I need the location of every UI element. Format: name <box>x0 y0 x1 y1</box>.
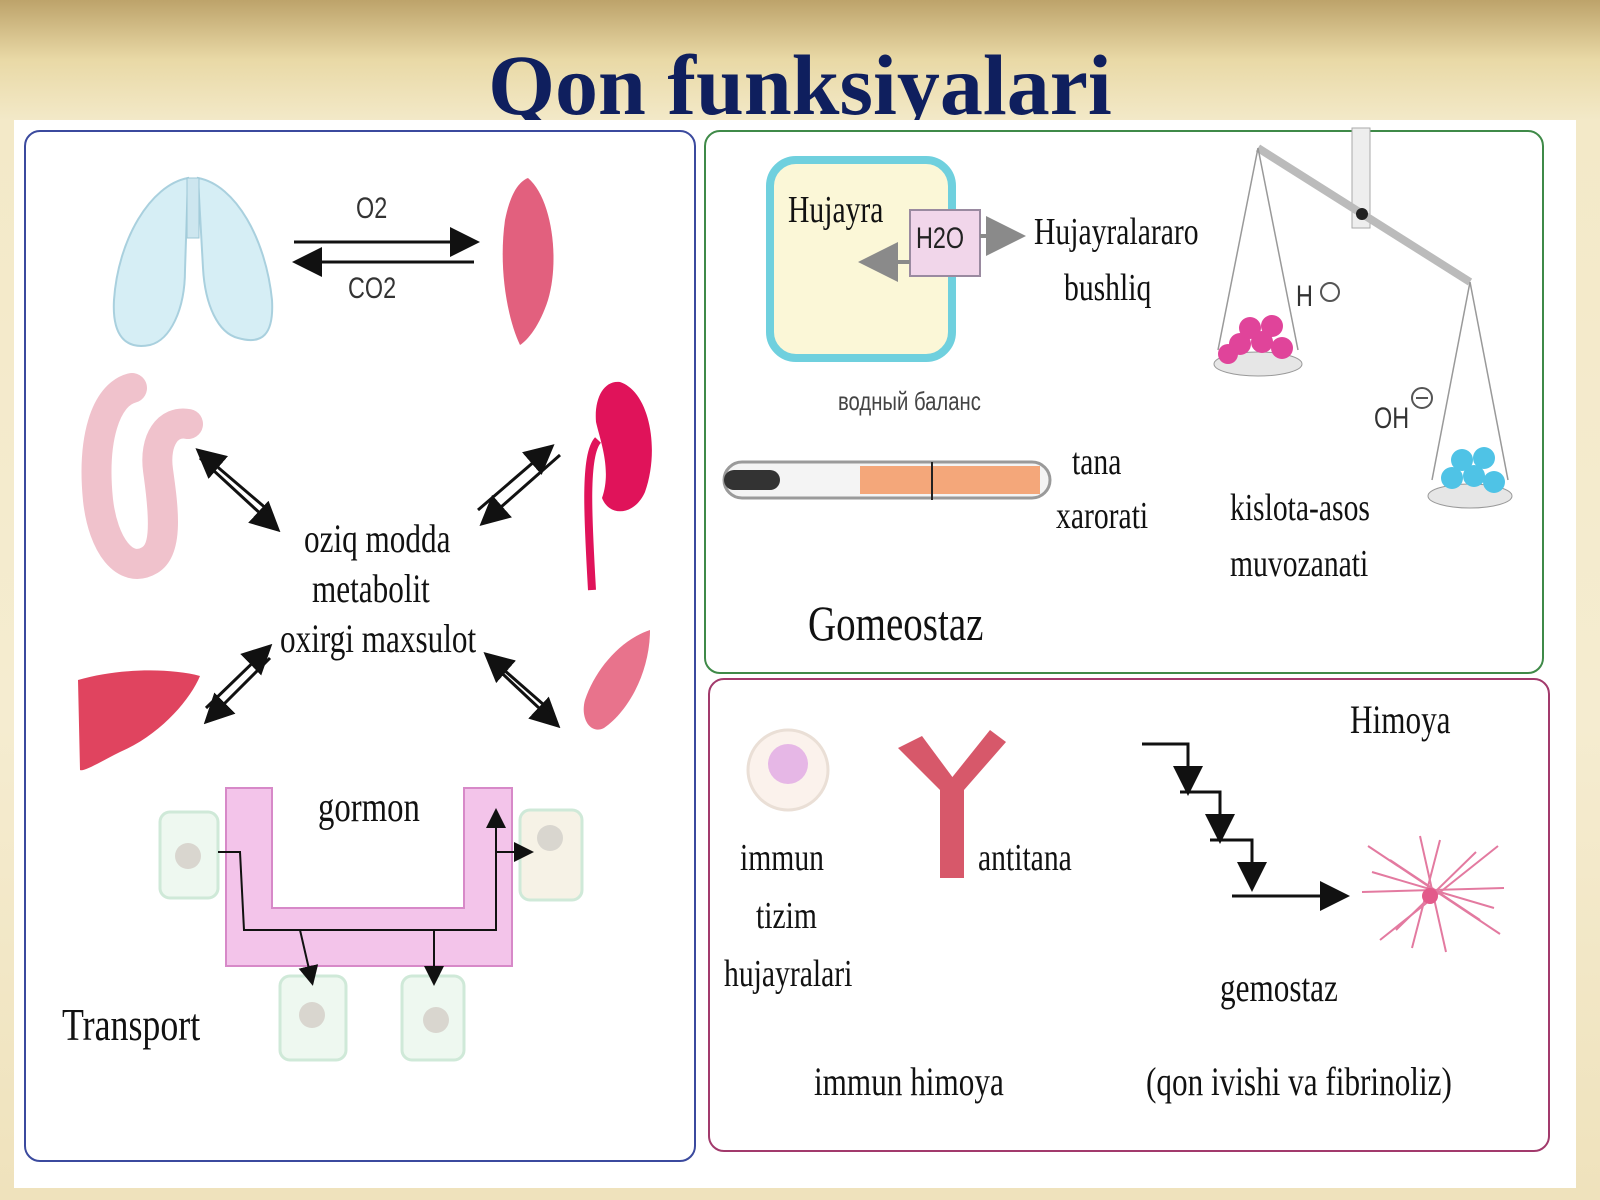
immune-label: immun <box>740 837 824 879</box>
intercellular-space-label: bushliq <box>1064 267 1152 309</box>
muscle-icon <box>502 178 554 345</box>
lungs-icon <box>112 176 274 347</box>
intercellular-label: Hujayralararo <box>1034 211 1199 253</box>
acid-base-label: kislota-asos <box>1230 487 1370 529</box>
oh-ion-label: OH <box>1374 402 1410 435</box>
pancreas-icon <box>583 630 650 730</box>
hormone-label: gormon <box>318 785 420 831</box>
homeostasis-label: Gomeostaz <box>808 595 984 651</box>
cell-label: Hujayra <box>788 189 884 231</box>
antibody-icon <box>898 730 1006 878</box>
end-product-label: oxirgi maxsulot <box>280 616 477 661</box>
intestine-icon <box>81 373 203 579</box>
metabolite-label: metabolit <box>312 566 430 611</box>
h-ion-label: H <box>1296 280 1313 313</box>
exchange-arrows <box>195 444 561 729</box>
water-box <box>909 209 981 277</box>
coagulation-label: (qon ivishi va fibrinoliz) <box>1146 1059 1452 1104</box>
protection-panel <box>708 678 1550 1152</box>
co2-label: CO2 <box>348 272 397 305</box>
hemostasis-label: gemostaz <box>1220 965 1338 1010</box>
cascade-arrows <box>1142 742 1350 911</box>
nutrient-label: oziq modda <box>304 516 451 561</box>
immune-protection-label: immun himoya <box>814 1059 1004 1104</box>
hormone-vessel-icon <box>158 787 584 1062</box>
balance-scale-icon <box>1213 127 1513 509</box>
liver-icon <box>78 670 200 771</box>
transport-label: Transport <box>62 999 201 1050</box>
system-label: tizim <box>756 895 817 937</box>
kidney-icon <box>584 381 652 591</box>
body-label: tana <box>1072 441 1122 483</box>
protection-label: Himoya <box>1350 697 1451 742</box>
water-balance-label: водный баланс <box>838 386 981 416</box>
water-label: H2O <box>916 222 965 255</box>
balance-label: muvozanati <box>1230 543 1369 585</box>
temperature-label: xarorati <box>1056 495 1149 537</box>
thermometer-icon <box>722 460 1052 500</box>
cells-label: hujayralari <box>724 953 853 995</box>
antibody-label: antitana <box>978 837 1072 879</box>
o2-label: O2 <box>356 192 388 225</box>
slide-title: Qon funksiyalari <box>488 37 1112 133</box>
